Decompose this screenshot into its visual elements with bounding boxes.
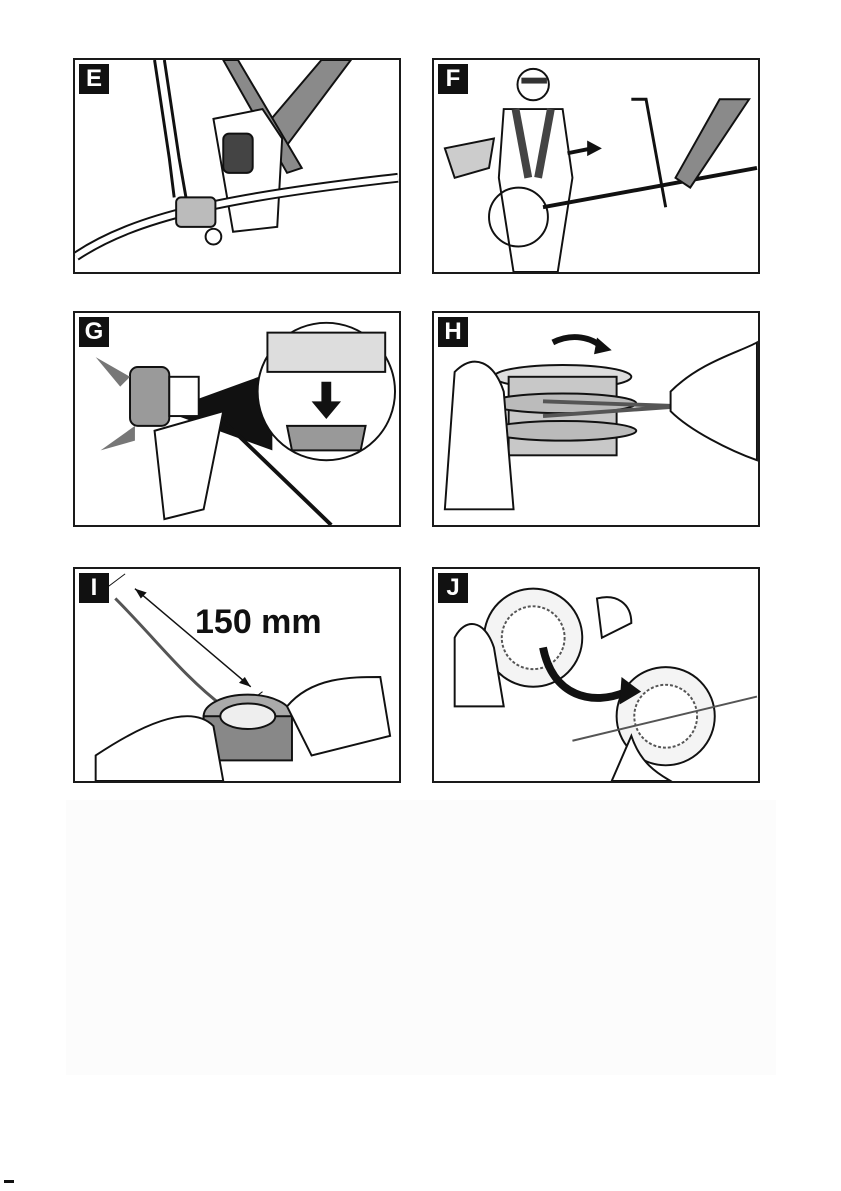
page-edge-mark	[4, 1180, 14, 1183]
panel-label-g: G	[79, 317, 109, 347]
arrow-icon	[96, 357, 130, 386]
spool-cover-release-illustration	[75, 313, 399, 525]
measurement-label: 150 mm	[195, 603, 322, 642]
illustration-panel-h: H	[432, 311, 760, 527]
panel-label-j: J	[438, 573, 468, 603]
illustration-panel-f: F	[432, 58, 760, 274]
blank-lower-area	[66, 800, 776, 1075]
illustration-panel-e: E	[73, 58, 401, 274]
illustration-panel-g: G	[73, 311, 401, 527]
panel-label-f: F	[438, 64, 468, 94]
panel-label-e: E	[79, 64, 109, 94]
harness-clip-illustration	[75, 60, 399, 272]
spool-cover-fitting-illustration	[434, 569, 758, 781]
illustration-panel-j: J	[432, 567, 760, 783]
line-winding-illustration	[434, 313, 758, 525]
operator-harness-illustration	[434, 60, 758, 272]
panel-label-h: H	[438, 317, 468, 347]
illustration-panel-i: I 150 mm	[73, 567, 401, 783]
arrow-icon	[101, 426, 135, 451]
panel-label-i: I	[79, 573, 109, 603]
rotate-arrow-icon	[553, 337, 602, 347]
line-length-illustration	[75, 569, 399, 781]
